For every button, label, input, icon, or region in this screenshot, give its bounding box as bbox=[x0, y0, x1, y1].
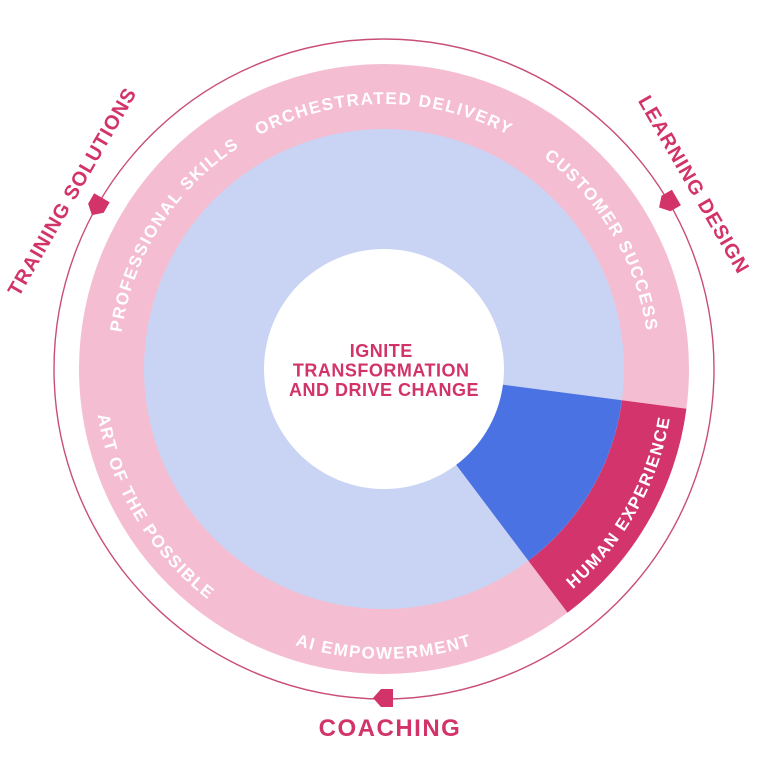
pentagon-pin-icon bbox=[88, 193, 110, 216]
center-title: IGNITE TRANSFORMATION AND DRIVE CHANGE bbox=[289, 341, 479, 400]
training-solutions-marker-icon bbox=[88, 193, 110, 216]
coaching-marker-icon bbox=[373, 689, 393, 707]
learning-design-marker-icon bbox=[659, 189, 681, 212]
pentagon-pin-icon bbox=[659, 189, 681, 212]
human-experience-segment bbox=[528, 400, 687, 613]
center-title-line-2: TRANSFORMATION bbox=[293, 361, 470, 381]
center-circle bbox=[264, 249, 504, 489]
center-title-line-1: IGNITE bbox=[350, 341, 413, 361]
pentagon-pin-icon bbox=[373, 689, 393, 707]
center-title-line-3: AND DRIVE CHANGE bbox=[289, 380, 479, 400]
outer-label-coaching: COACHING bbox=[319, 715, 462, 742]
